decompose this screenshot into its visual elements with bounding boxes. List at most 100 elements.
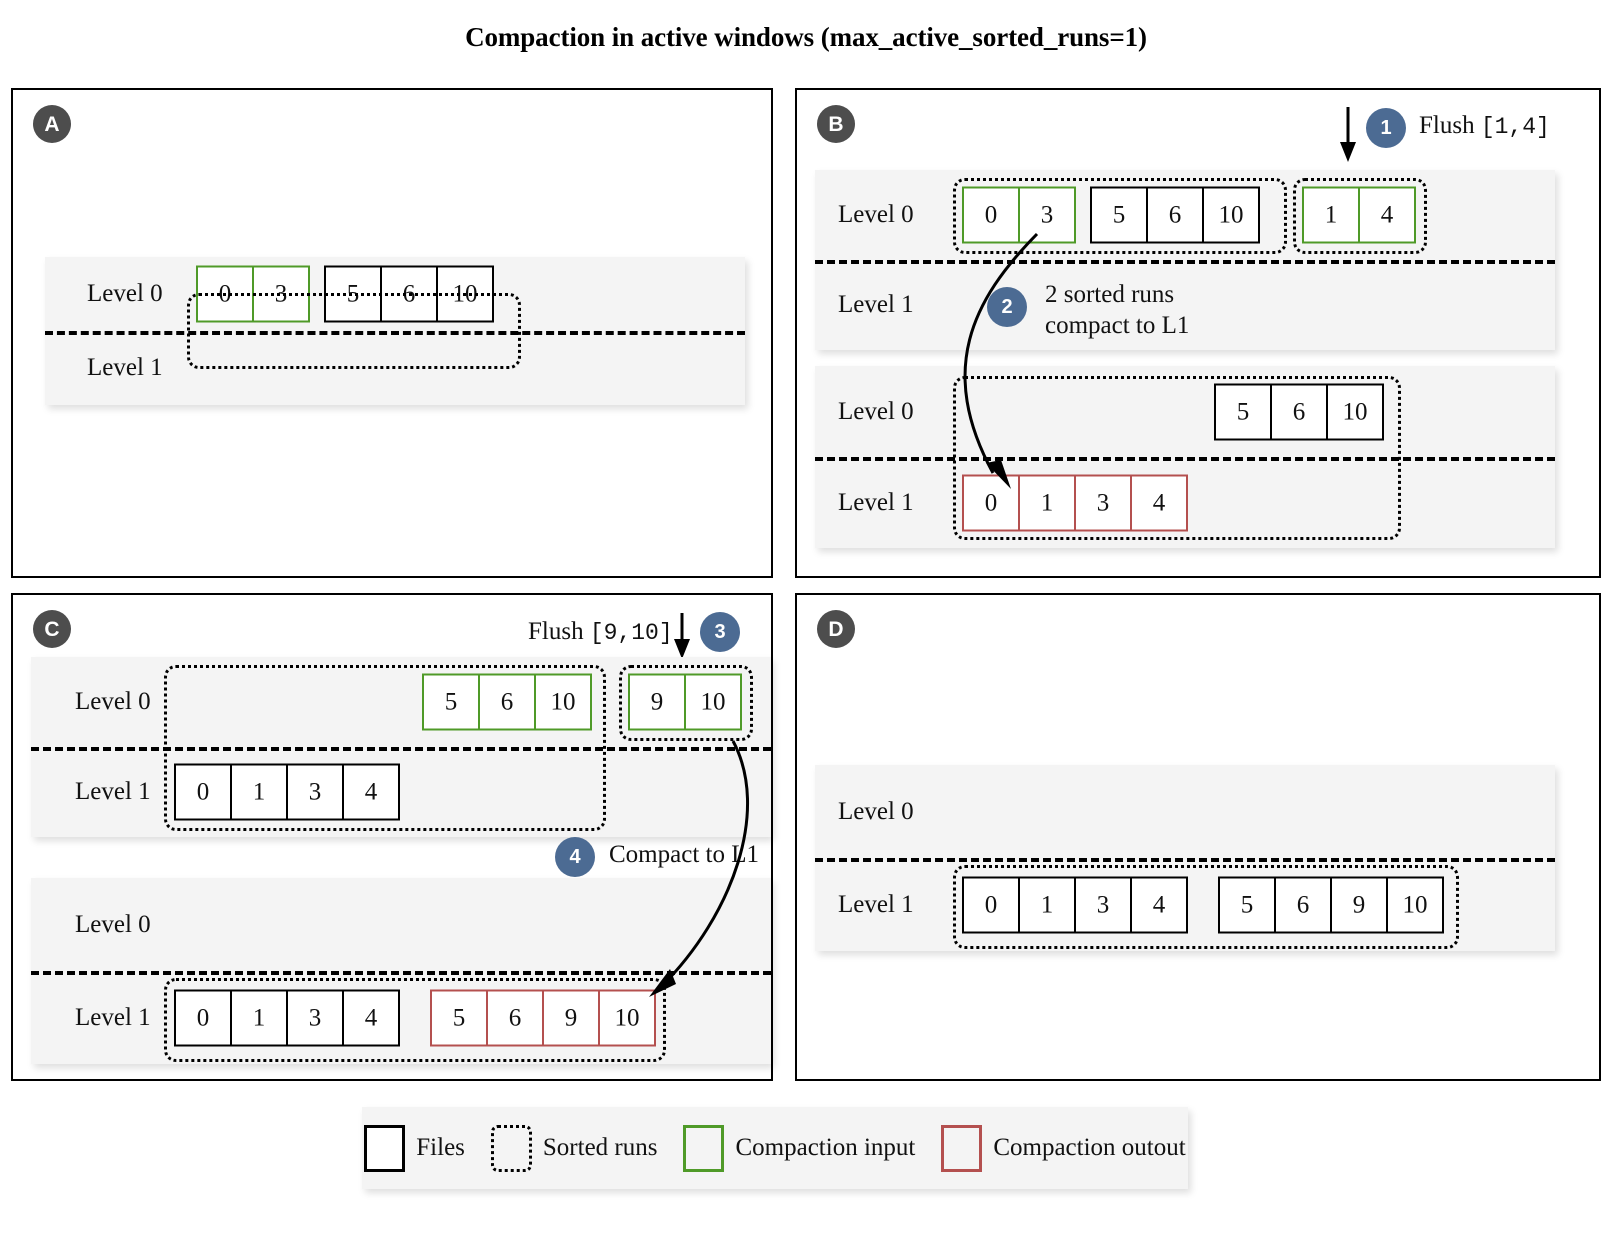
legend-label: Files	[416, 1134, 465, 1161]
level-label-0: Level 0	[75, 910, 151, 938]
level-row-1: Level 1 0 1 3 4 5 6 9 10	[31, 971, 771, 1064]
compaction-input-swatch-icon	[683, 1124, 725, 1172]
file-group: 0 3	[196, 265, 310, 323]
board-d1: Level 0 Level 1 0 1 3 4 5 6 9 10	[815, 765, 1555, 951]
file-cell: 3	[1074, 474, 1132, 531]
file-cell: 4	[342, 763, 400, 821]
file-cell: 10	[1386, 876, 1444, 933]
panel-a: A Level 0 0 3 5 6 10 Level 1	[11, 88, 773, 578]
step-badge-3: 3	[700, 612, 740, 652]
file-group: 1 4	[1302, 186, 1416, 244]
legend-item-files: Files	[364, 1124, 465, 1172]
file-group: 0 1 3 4	[174, 763, 400, 821]
level-label-1: Level 1	[87, 354, 163, 381]
step-badge-1: 1	[1366, 108, 1406, 148]
level-label-0: Level 0	[838, 797, 914, 825]
board-c1: Level 0 5 6 10 9 10 Level 1 0 1 3 4	[31, 657, 771, 837]
file-cell: 4	[1130, 474, 1188, 531]
file-cell: 1	[1018, 474, 1076, 531]
level-row-0: Level 0 0 3 5 6 10	[45, 257, 745, 331]
level-divider	[815, 260, 1555, 264]
level-divider	[31, 747, 771, 751]
file-cell: 4	[1130, 876, 1188, 933]
step-badge-4: 4	[555, 837, 595, 877]
file-cell: 6	[486, 989, 544, 1046]
flush-text: Flush	[1419, 112, 1475, 139]
file-cell: 1	[230, 989, 288, 1046]
panel-badge-c: C	[33, 610, 71, 648]
legend-item-sorted-runs: Sorted runs	[490, 1124, 658, 1172]
file-cell: 6	[1146, 186, 1204, 244]
file-cell: 10	[436, 265, 494, 323]
level-row-1: Level 1	[45, 331, 745, 405]
step2-line1: 2 sorted runs	[1045, 281, 1175, 308]
legend-item-compaction-input: Compaction input	[683, 1124, 916, 1172]
file-cell: 3	[1074, 876, 1132, 933]
level-row-1: Level 1 0 1 3 4	[31, 747, 771, 837]
level-row-1: Level 1	[815, 260, 1555, 350]
level-divider	[815, 457, 1555, 461]
panel-c: C Flush [9,10] 3 Level 0 5 6 10 9 10 Lev…	[11, 593, 773, 1081]
file-cell: 4	[342, 989, 400, 1046]
file-cell: 0	[962, 186, 1020, 244]
file-group: 5 6 10	[324, 265, 494, 323]
legend-item-compaction-output: Compaction outout	[941, 1124, 1186, 1172]
file-cell: 1	[230, 763, 288, 821]
panel-badge-a: A	[33, 105, 71, 143]
file-cell: 0	[174, 989, 232, 1046]
sorted-run-swatch-icon	[490, 1124, 532, 1172]
board-a1: Level 0 0 3 5 6 10 Level 1	[45, 257, 745, 405]
file-cell: 4	[1358, 186, 1416, 244]
file-cell: 0	[962, 876, 1020, 933]
legend-label: Compaction input	[735, 1134, 916, 1161]
file-cell: 5	[324, 265, 382, 323]
file-cell: 0	[962, 474, 1020, 531]
level-label-1: Level 1	[75, 778, 151, 805]
legend-label: Sorted runs	[542, 1134, 658, 1161]
file-group: 5 6 10	[1090, 186, 1260, 244]
level-row-1: Level 1 0 1 3 4	[815, 457, 1555, 548]
file-cell: 6	[478, 673, 536, 731]
flush-range: [9,10]	[589, 620, 673, 646]
file-cell: 10	[1326, 383, 1384, 440]
file-cell: 9	[542, 989, 600, 1046]
file-cell: 10	[598, 989, 656, 1046]
level-divider	[31, 971, 771, 975]
step2-annotation: 2 sorted runs compact to L1	[1045, 280, 1189, 341]
file-cell: 5	[1090, 186, 1148, 244]
file-group: 0 1 3 4	[174, 989, 400, 1046]
file-cell: 5	[1214, 383, 1272, 440]
flush-range: [1,4]	[1480, 114, 1550, 140]
panel-b: B 1 Flush [1,4] Level 0 0 3 5 6 10 1 4	[795, 88, 1601, 578]
file-group: 9 10	[628, 673, 742, 731]
level-divider	[45, 331, 745, 335]
flush-text: Flush	[528, 618, 584, 645]
file-group: 0 3	[962, 186, 1076, 244]
file-cell: 10	[684, 673, 742, 731]
file-cell: 1	[1302, 186, 1360, 244]
level-row-0: Level 0	[815, 765, 1555, 858]
files-swatch-icon	[364, 1124, 406, 1172]
file-cell: 3	[286, 763, 344, 821]
file-cell: 0	[174, 763, 232, 821]
flush-label-b: Flush [1,4]	[1419, 111, 1550, 142]
flush-label-c: Flush [9,10]	[528, 617, 673, 648]
level-row-0: Level 0 5 6 10	[815, 366, 1555, 457]
file-cell: 5	[1218, 876, 1276, 933]
level-label-0: Level 0	[838, 201, 914, 228]
file-group: 5 6 10	[1214, 383, 1384, 440]
file-cell: 5	[422, 673, 480, 731]
board-b2: Level 0 5 6 10 Level 1 0 1 3 4	[815, 366, 1555, 548]
file-cell: 3	[286, 989, 344, 1046]
level-divider	[815, 858, 1555, 862]
level-label-0: Level 0	[838, 397, 914, 425]
file-cell: 9	[1330, 876, 1388, 933]
panel-badge-b: B	[817, 105, 855, 143]
file-cell: 6	[1270, 383, 1328, 440]
file-cell: 6	[1274, 876, 1332, 933]
step4-annotation: Compact to L1	[609, 841, 759, 868]
level-label-0: Level 0	[87, 280, 163, 307]
level-row-1: Level 1 0 1 3 4 5 6 9 10	[815, 858, 1555, 951]
level-row-0: Level 0	[31, 878, 771, 971]
level-label-1: Level 1	[838, 291, 914, 318]
